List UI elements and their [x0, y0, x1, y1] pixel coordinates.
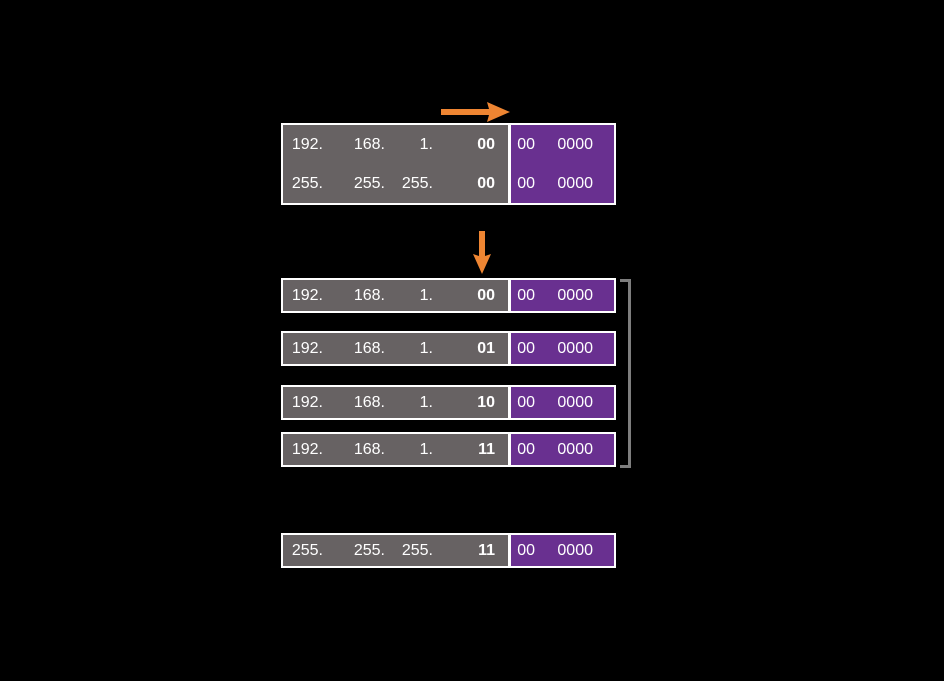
network-portion-section: 192. 168. 1. 00 [283, 280, 511, 311]
subnet-address-row-11: 192. 168. 1. 11 00 0000 [281, 432, 616, 467]
octet-cell: 255. [401, 174, 433, 192]
subnet-mask-line: 255. 255. 255. 11 [283, 535, 495, 566]
octet-cell: 1. [419, 393, 433, 411]
subnet-bits-cell: 00 [477, 286, 495, 304]
subnet-bits-cell: 11 [478, 440, 495, 458]
host-bits-cell: 00 [517, 135, 535, 153]
octet-cell: 192. [291, 339, 323, 357]
octet-cell: 255. [291, 541, 323, 559]
octet-cell: 168. [353, 339, 385, 357]
host-portion-section: 00 0000 [511, 333, 614, 364]
host-bits-line: 00 0000 [511, 535, 593, 566]
host-bits-cell: 0000 [557, 541, 593, 559]
octet-cell: 1. [419, 339, 433, 357]
octet-cell: 255. [291, 174, 323, 192]
host-portion-section: 00 0000 00 0000 [511, 125, 614, 203]
subnet-address-row-00: 192. 168. 1. 00 00 0000 [281, 278, 616, 313]
network-portion-section: 255. 255. 255. 11 [283, 535, 511, 566]
host-bits-cell: 00 [517, 541, 535, 559]
host-bits-line: 00 0000 [511, 280, 593, 311]
subnet-address-row-10: 192. 168. 1. 10 00 0000 [281, 385, 616, 420]
network-portion-section: 192. 168. 1. 11 [283, 434, 511, 465]
host-bits-row: 00 0000 [511, 164, 593, 203]
subnet-address-row-01: 192. 168. 1. 01 00 0000 [281, 331, 616, 366]
octet-cell: 192. [291, 440, 323, 458]
host-bits-cell: 0000 [557, 339, 593, 357]
octet-cell: 168. [353, 286, 385, 304]
host-portion-section: 00 0000 [511, 535, 614, 566]
subnet-address-line: 192. 168. 1. 10 [283, 387, 495, 418]
host-bits-cell: 0000 [557, 286, 593, 304]
host-bits-cell: 00 [517, 393, 535, 411]
host-bits-line: 00 0000 [511, 387, 593, 418]
subnet-address-line: 192. 168. 1. 11 [283, 434, 495, 465]
host-bits-cell: 00 [517, 440, 535, 458]
subnet-address-line: 192. 168. 1. 00 [283, 280, 495, 311]
host-bits-cell: 00 [517, 174, 535, 192]
down-arrow-icon [473, 231, 491, 274]
octet-cell: 255. [401, 541, 433, 559]
subnet-group-bracket [620, 279, 631, 468]
host-bits-cell: 00 [517, 339, 535, 357]
subnet-bits-cell: 10 [477, 393, 495, 411]
host-portion-section: 00 0000 [511, 434, 614, 465]
network-address-row: 192. 168. 1. 00 [283, 125, 495, 164]
host-bits-cell: 0000 [557, 393, 593, 411]
host-portion-section: 00 0000 [511, 280, 614, 311]
host-bits-line: 00 0000 [511, 333, 593, 364]
host-bits-cell: 00 [517, 286, 535, 304]
octet-cell: 1. [419, 286, 433, 304]
host-bits-cell: 0000 [557, 440, 593, 458]
subnet-address-line: 192. 168. 1. 01 [283, 333, 495, 364]
octet-cell: 192. [291, 286, 323, 304]
host-portion-section: 00 0000 [511, 387, 614, 418]
subnet-bits-cell: 00 [477, 174, 495, 192]
octet-cell: 192. [291, 135, 323, 153]
octet-cell: 255. [353, 541, 385, 559]
subnet-bits-cell: 11 [478, 541, 495, 559]
octet-cell: 168. [353, 393, 385, 411]
subnet-mask-row: 255. 255. 255. 00 [283, 164, 495, 203]
new-subnet-mask-row: 255. 255. 255. 11 00 0000 [281, 533, 616, 568]
subnet-bits-cell: 01 [477, 339, 495, 357]
octet-cell: 1. [419, 440, 433, 458]
host-bits-cell: 0000 [557, 135, 593, 153]
octet-cell: 168. [353, 440, 385, 458]
network-portion-section: 192. 168. 1. 10 [283, 387, 511, 418]
network-portion-section: 192. 168. 1. 01 [283, 333, 511, 364]
octet-cell: 192. [291, 393, 323, 411]
host-bits-cell: 0000 [557, 174, 593, 192]
host-bits-row: 00 0000 [511, 125, 593, 164]
octet-cell: 1. [419, 135, 433, 153]
octet-cell: 255. [353, 174, 385, 192]
octet-cell: 168. [353, 135, 385, 153]
right-arrow-icon [441, 102, 510, 122]
subnet-bits-cell: 00 [477, 135, 495, 153]
network-address-and-mask-box: 192. 168. 1. 00 255. 255. 255. 00 00 000… [281, 123, 616, 205]
host-bits-line: 00 0000 [511, 434, 593, 465]
network-portion-section: 192. 168. 1. 00 255. 255. 255. 00 [283, 125, 511, 203]
